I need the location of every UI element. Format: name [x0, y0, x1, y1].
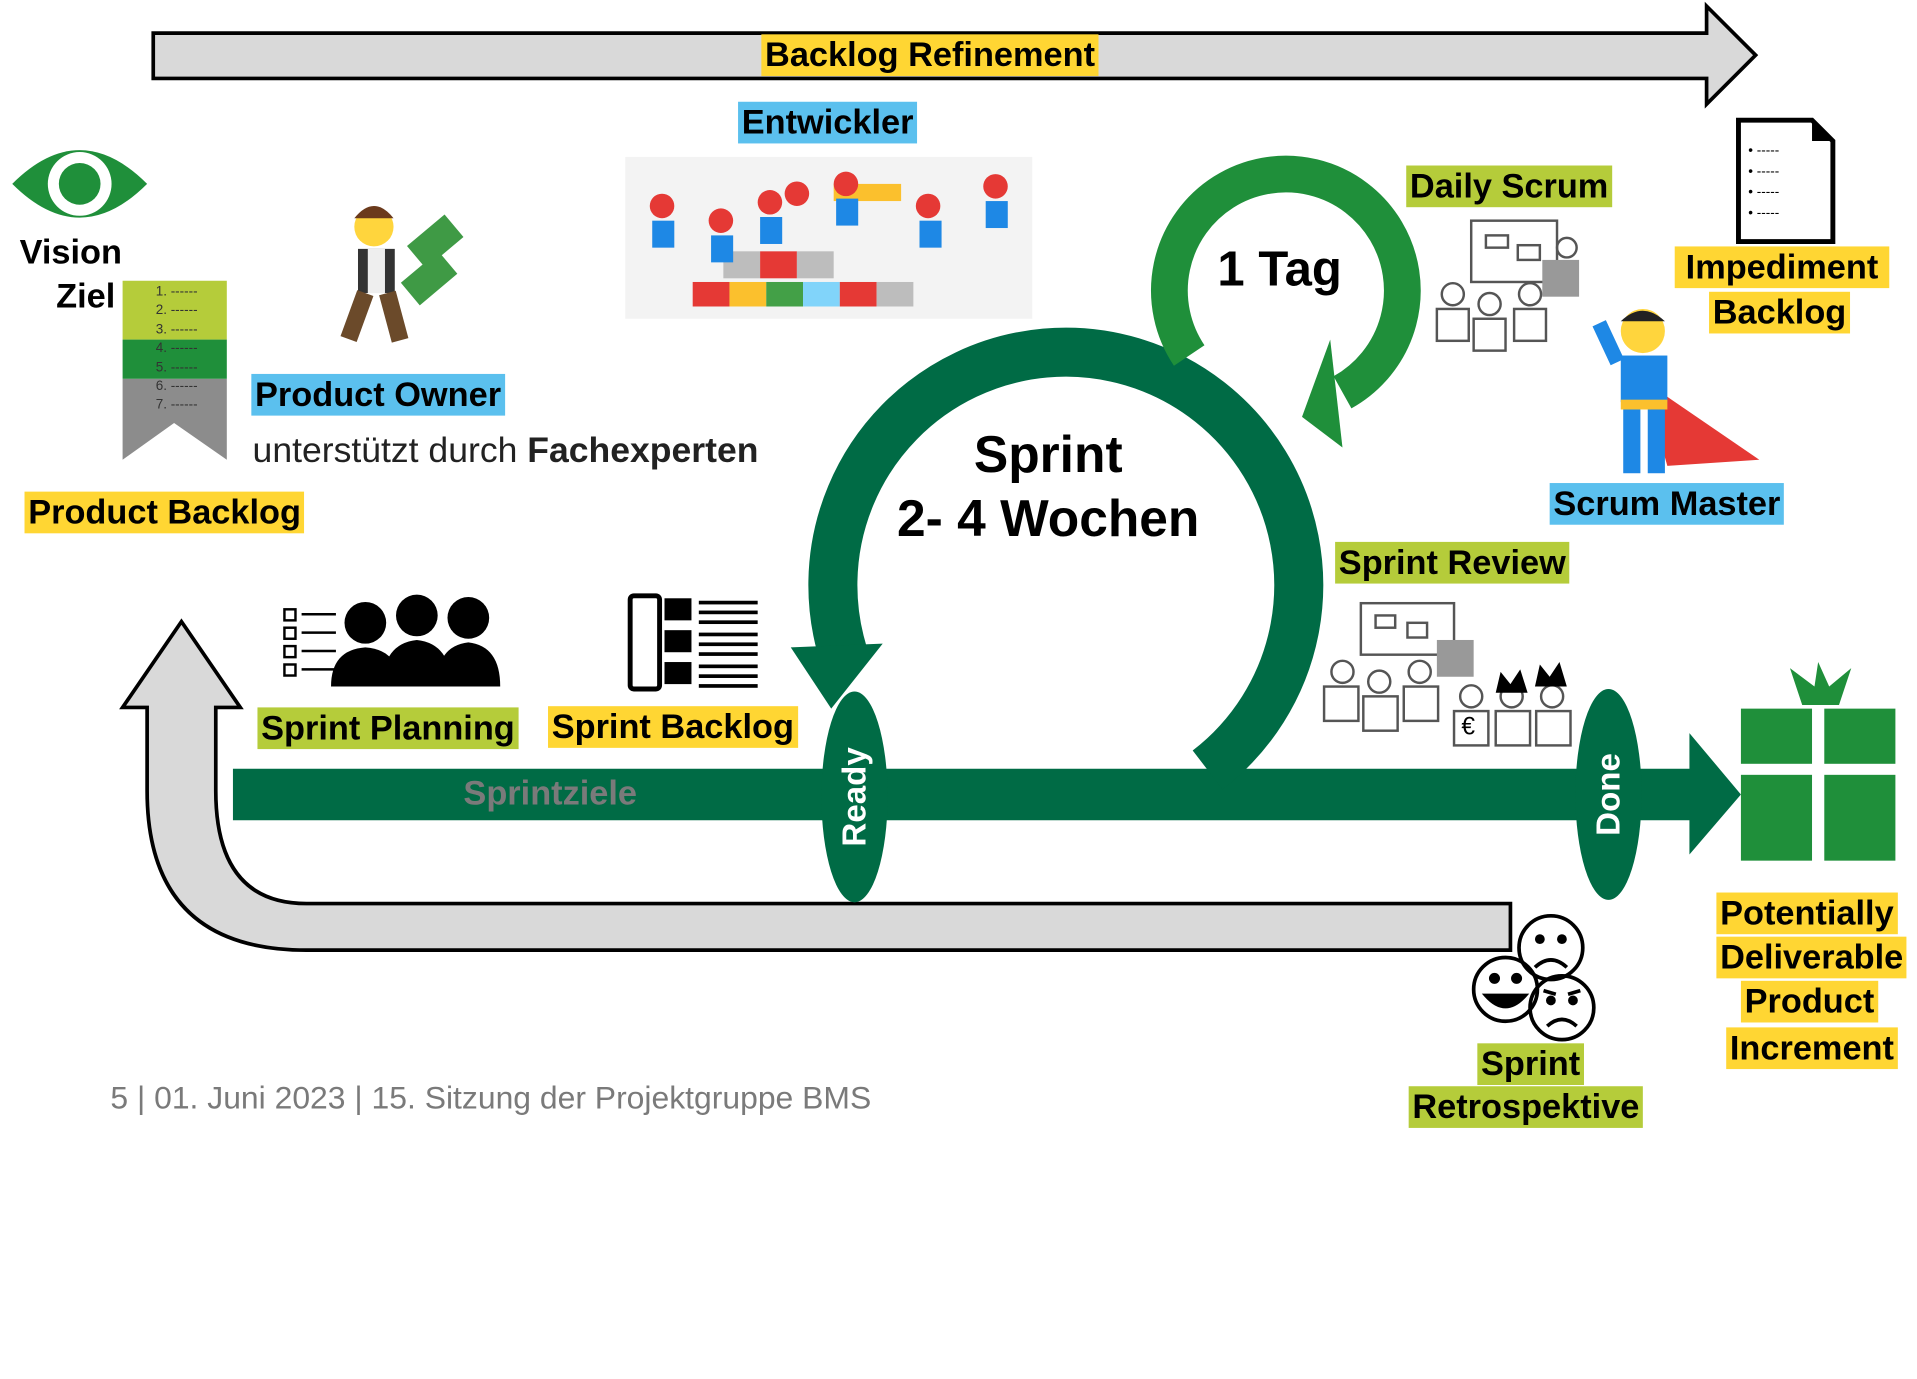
developers-lego-scene: [625, 156, 1033, 319]
scrum-master-label: Scrum Master: [1549, 483, 1785, 525]
increment-label-2: Deliverable: [1716, 936, 1907, 979]
sprint-review-board-icon: [1322, 601, 1572, 747]
main-process-arrow: [232, 733, 1741, 855]
impediment-backlog-label: Impediment: [1674, 246, 1890, 289]
footer-date: 01. Juni 2023: [154, 1078, 346, 1116]
document-line: • -----: [1748, 205, 1780, 221]
backlog-list-item: 7. ------: [155, 397, 198, 413]
daily-loop-ring: [1151, 155, 1421, 409]
document-line: • -----: [1748, 185, 1780, 200]
sprint-weeks: 2- 4 Wochen: [897, 489, 1200, 547]
daily-scrum-board-icon: [1435, 219, 1580, 352]
done-oval: [1575, 689, 1642, 900]
daily-scrum-label: Daily Scrum: [1406, 165, 1613, 208]
backlog-refinement-label: Backlog Refinement: [761, 34, 1099, 77]
increment-label-3: Product: [1740, 980, 1878, 1023]
done-label: Done: [1590, 753, 1627, 836]
product-backlog-label: Product Backlog: [24, 491, 305, 534]
retrospective-smileys-icon: [1471, 913, 1596, 1042]
sprint-retrospective-label-1: Sprint: [1477, 1043, 1584, 1086]
vision-text: Vision: [19, 232, 123, 271]
footer-title: 15. Sitzung der Projektgruppe BMS: [371, 1078, 872, 1116]
product-owner-label: Product Owner: [251, 373, 505, 416]
document-line: • -----: [1748, 164, 1780, 179]
footer: 5 | 01. Juni 2023 | 15. Sitzung der Proj…: [110, 1079, 871, 1116]
retrospective-feedback-arrow: [119, 618, 1513, 952]
vision-label: Vision Ziel: [19, 230, 123, 318]
document-line: • -----: [1748, 143, 1780, 159]
sprint-retrospective-label-2: Retrospektive: [1408, 1086, 1644, 1128]
impediment-document-lines: • ----- • ----- • ----- • -----: [1748, 141, 1779, 224]
backlog-list-item: 4. ------: [155, 341, 198, 356]
backlog-list-item: 3. ------: [155, 322, 198, 337]
scrum-master-superhero-icon: [1592, 308, 1760, 474]
ziel-text: Ziel: [56, 277, 116, 316]
domain-experts-text: Fachexperten: [527, 431, 759, 471]
one-day-label: 1 Tag: [1217, 242, 1342, 297]
sprint-review-label: Sprint Review: [1335, 541, 1570, 584]
impediment-word: Impediment: [1685, 247, 1879, 286]
scrum-diagram: [12, 1, 1896, 1042]
sprint-planning-icon: [283, 594, 501, 687]
sprint-planning-label: Sprint Planning: [257, 707, 519, 750]
increment-gift-icon: [1740, 662, 1896, 861]
ready-label: Ready: [836, 747, 873, 847]
impediment-document-icon: [1736, 117, 1836, 244]
impediment-backlog-label-2: Backlog: [1709, 291, 1850, 334]
product-owner-figure-icon: [340, 205, 464, 343]
sprint-title: Sprint: [973, 425, 1123, 484]
footer-page-number: 5: [110, 1078, 129, 1116]
entwickler-label: Entwickler: [738, 101, 918, 144]
crown-icon: [1495, 662, 1567, 693]
sprint-goals-label: Sprintziele: [463, 773, 638, 812]
increment-label-1: Potentially: [1716, 892, 1898, 935]
increment-label-4: Increment: [1726, 1027, 1898, 1070]
product-owner-support-text: unterstützt durch Fachexperten: [253, 430, 759, 472]
backlog-list-item: 5. ------: [155, 359, 198, 375]
product-backlog-bookmark-icon: [122, 280, 227, 460]
footer-separator: |: [136, 1078, 155, 1116]
supported-by-text: unterstützt durch: [252, 431, 518, 471]
eye-icon: [12, 150, 148, 218]
backlog-list-item: 6. ------: [155, 378, 198, 394]
sprint-cycle-arrowhead: [790, 643, 883, 709]
sprint-backlog-icon: [627, 593, 758, 692]
backlog-list-item: 1. ------: [155, 284, 198, 300]
euro-symbol: €: [1461, 713, 1476, 741]
sprint-duration-label: Sprint 2- 4 Wochen: [864, 423, 1232, 551]
sprint-cycle-ring: [808, 327, 1324, 790]
product-backlog-list: 1. ------ 2. ------ 3. ------ 4. ------ …: [156, 283, 198, 415]
sprint-backlog-label: Sprint Backlog: [548, 706, 798, 748]
daily-loop-arrowhead: [1302, 339, 1343, 448]
backlog-list-item: 2. ------: [155, 303, 198, 319]
footer-separator: |: [354, 1078, 372, 1116]
ready-oval: [821, 691, 888, 903]
